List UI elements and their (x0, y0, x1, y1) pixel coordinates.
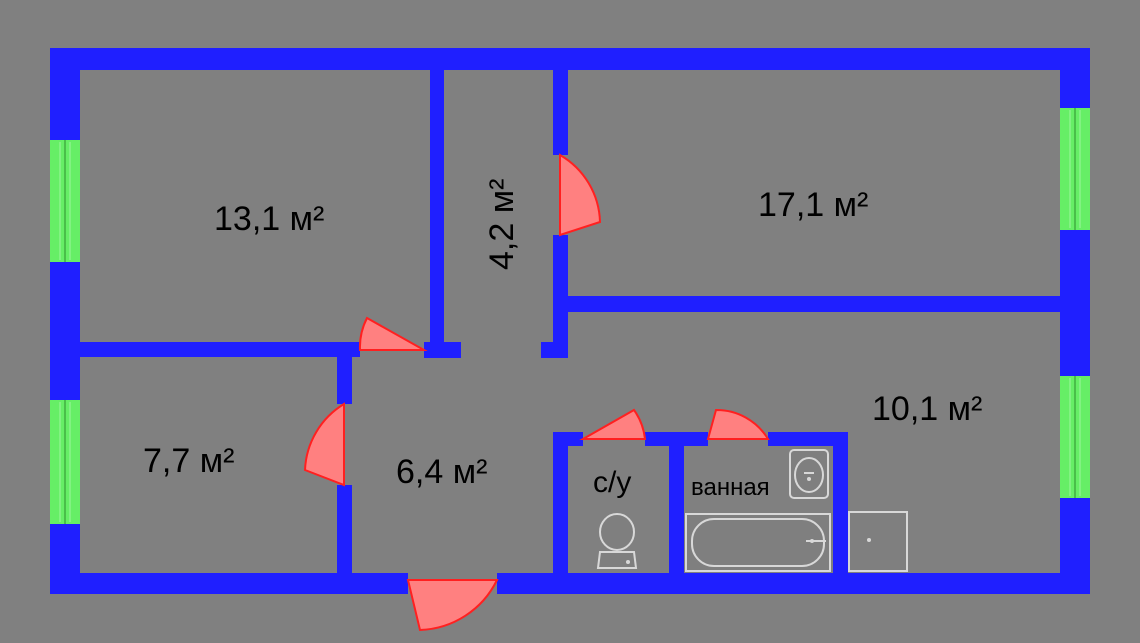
wall-bath-right (833, 432, 848, 573)
area-label-nw: 13,1 м² (214, 200, 324, 238)
door-bathroom (706, 408, 770, 440)
wall-nw-bottom (80, 342, 360, 357)
wall-corridor-left-stub (424, 342, 461, 358)
window-right-top (1060, 108, 1090, 230)
wall-corridor-left (430, 70, 444, 358)
area-label-kitchen: 10,1 м² (872, 390, 982, 428)
door-entrance (406, 579, 499, 632)
stove-icon (848, 511, 908, 572)
area-label-ne: 17,1 м² (758, 186, 868, 224)
inner-walls (80, 70, 1060, 573)
wall-sw-right-top (337, 357, 352, 404)
toilet-icon (596, 513, 638, 569)
wall-corridor-right-top (553, 70, 568, 155)
wall-bottom-right (497, 573, 1090, 594)
bathroom-label: ванная (691, 474, 770, 501)
wall-toilet-bath-divider (669, 432, 684, 573)
area-label-corridor: 4,2 м² (483, 179, 521, 270)
area-label-sw: 7,7 м² (143, 442, 234, 480)
window-left-top (50, 140, 80, 262)
doors (303, 153, 770, 632)
wall-top (50, 48, 1090, 70)
windows (50, 108, 1090, 524)
toilet-label: с/у (593, 466, 631, 499)
door-ne-room (559, 153, 602, 237)
wall-bath-top-right (768, 432, 848, 446)
window-left-bottom (50, 400, 80, 524)
wall-corridor-right-stub (541, 342, 568, 358)
door-nw-room (358, 316, 428, 351)
area-label-hall: 6,4 м² (396, 453, 487, 491)
wall-toilet-top-left (553, 432, 583, 446)
wall-sw-right-bottom (337, 485, 352, 573)
wall-toilet-left (553, 432, 568, 573)
wall-ne-bottom (553, 296, 1060, 312)
wall-bottom-left (50, 573, 408, 594)
door-sw-room (303, 402, 345, 487)
floor-area (80, 70, 1060, 573)
door-toilet (579, 408, 647, 440)
bathtub-icon (685, 513, 831, 572)
sink-icon (789, 449, 829, 499)
wall-corridor-right-bottom (553, 235, 568, 345)
window-right-bottom (1060, 376, 1090, 498)
